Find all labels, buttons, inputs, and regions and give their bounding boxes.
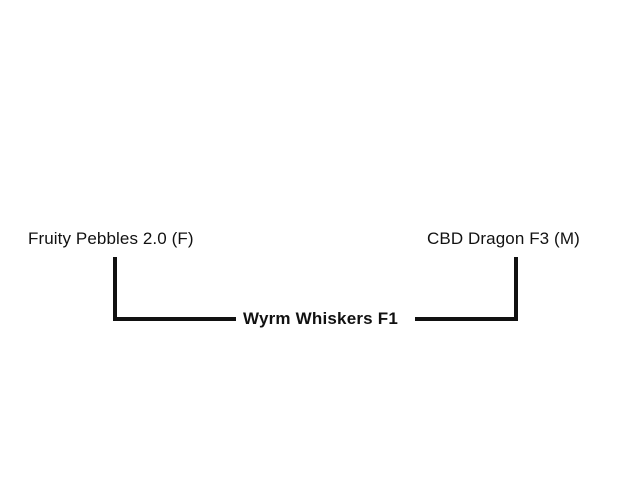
connector-cross-bar-left	[113, 317, 236, 321]
connector-cross-bar-right	[415, 317, 518, 321]
connector-drop-line-left	[113, 257, 117, 321]
connector-drop-line-right	[514, 257, 518, 321]
pedigree-node-parent-right: CBD Dragon F3 (M)	[427, 229, 580, 248]
pedigree-node-parent-left: Fruity Pebbles 2.0 (F)	[28, 229, 194, 248]
pedigree-node-offspring: Wyrm Whiskers F1	[243, 309, 398, 328]
